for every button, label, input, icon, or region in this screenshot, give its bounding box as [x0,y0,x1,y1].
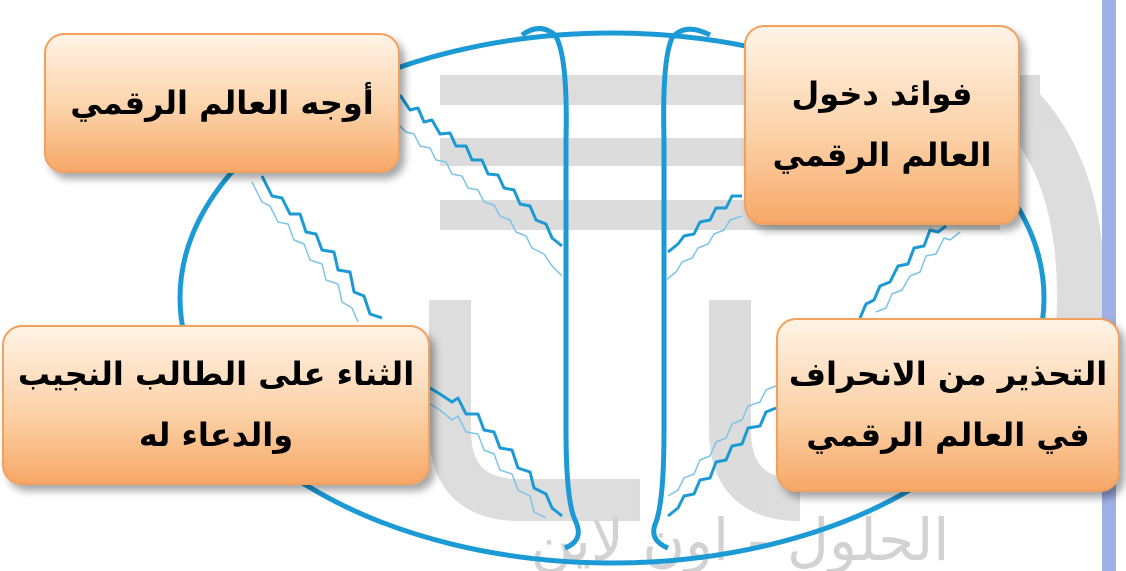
concept-box-bottom-right-line-2: في العالم الرقمي [806,416,1090,454]
concept-box-top-left: أوجه العالم الرقمي [44,33,400,173]
concept-box-bottom-left-line-1: الثناء على الطالب النجيب [17,355,415,394]
right-tube [651,26,712,551]
connector-top-left [398,94,563,248]
connector-mid-left-thin [251,181,359,323]
connector-bottom-left-thin [429,403,547,519]
concept-box-bottom-right-line-1: التحذير من الانحراف [788,355,1108,394]
watermark-curve [429,300,640,521]
connector-mid-right-thin [875,231,961,313]
concept-box-top-right-line-2: العالم الرقمي [772,136,992,174]
connector-top-left-thin [395,121,563,277]
concept-box-bottom-left: الثناء على الطالب النجيب والدعاء له [2,325,430,485]
outer-ring [177,30,1047,566]
concept-box-bottom-left-line-2: والدعاء له [138,416,294,454]
connector-bottom-left [429,386,563,518]
concept-box-top-left-line-1: أوجه العالم الرقمي [70,83,374,122]
connector-mid-left [260,175,383,320]
watermark-text: الحلول - اون لاين [531,506,950,571]
concept-box-top-right: فوائد دخول العالم الرقمي [744,25,1020,225]
concept-box-bottom-right: التحذير من الانحراف في العالم الرقمي [776,318,1120,492]
concept-box-top-right-line-1: فوائد دخول [791,75,973,114]
connector-bottom-right [667,406,777,518]
connector-top-right [667,194,742,254]
left-tube [520,26,581,551]
connectors [251,94,961,519]
connector-bottom-right-thin [667,385,777,497]
connector-mid-right [858,224,947,319]
watermark-curve [709,300,801,521]
connector-top-right-thin [665,215,743,281]
